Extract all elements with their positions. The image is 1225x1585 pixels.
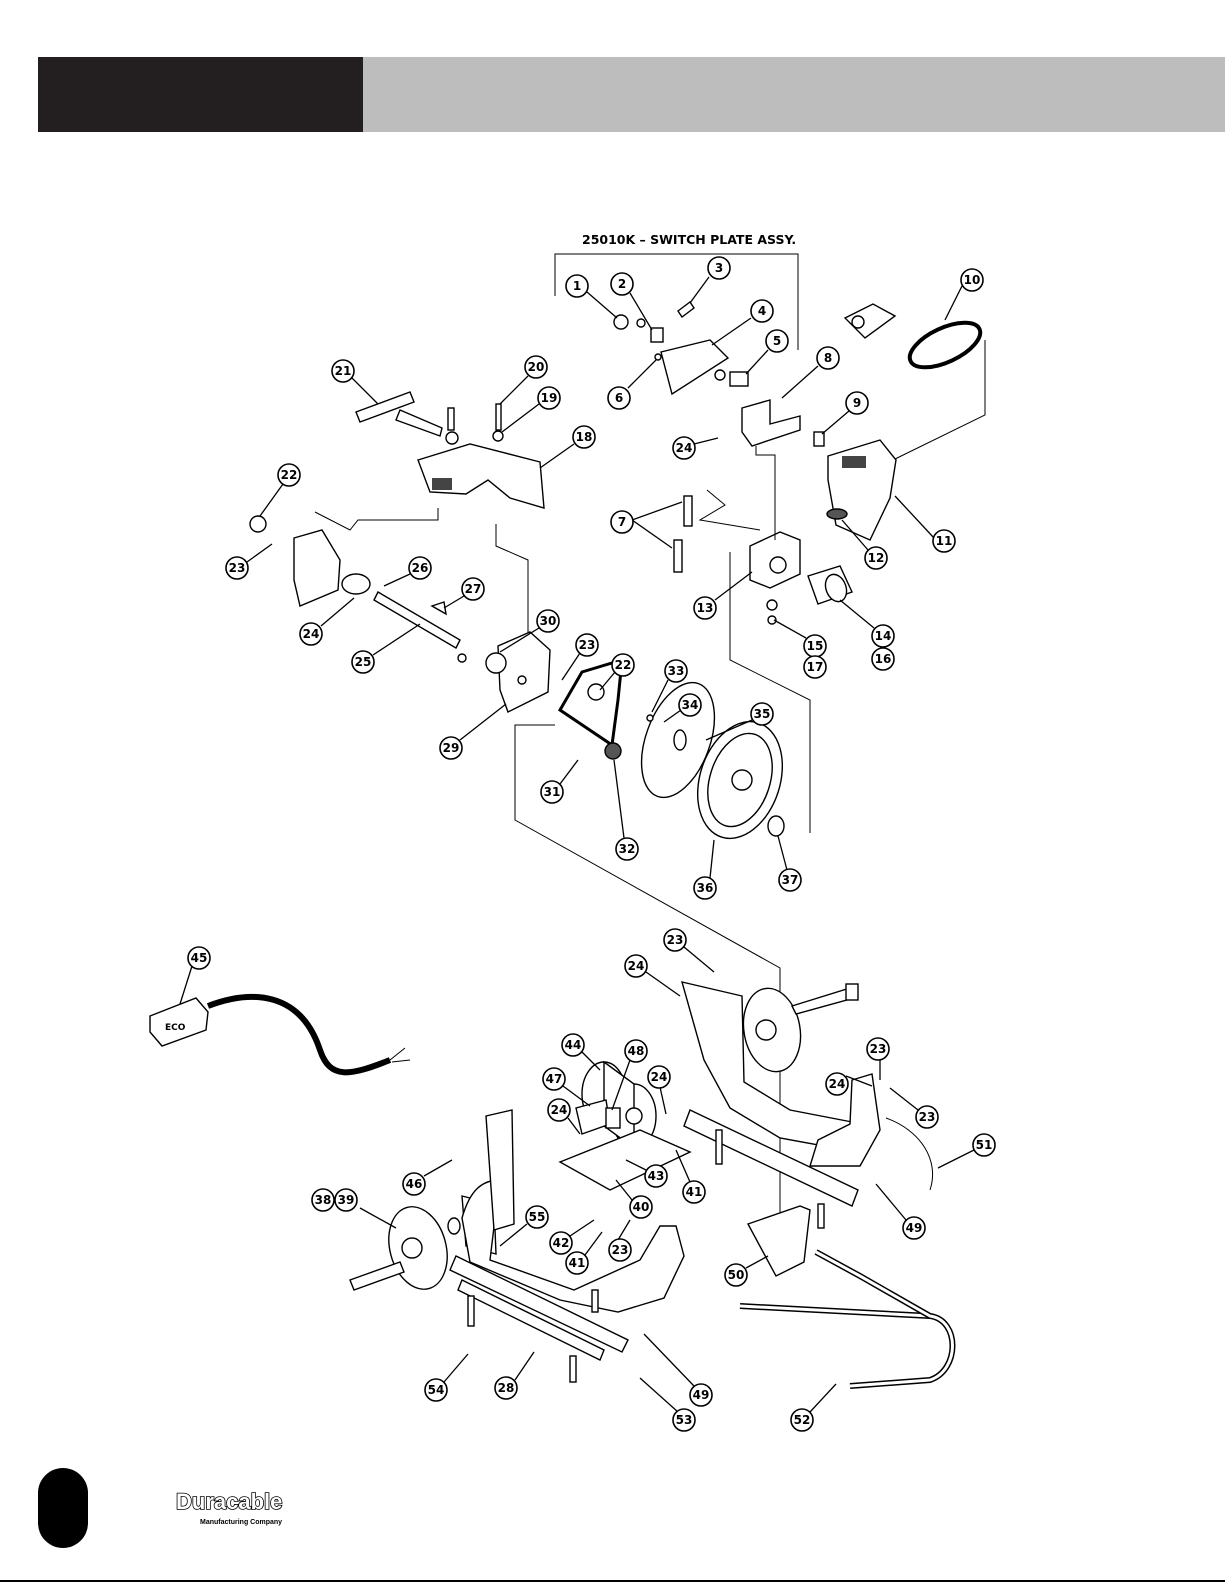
- callout-32: 32: [619, 842, 636, 856]
- callout-41b: 41: [686, 1185, 703, 1199]
- switch-plate-parts: [614, 302, 748, 394]
- callout-49b: 49: [693, 1388, 710, 1402]
- callout-41: 41: [569, 1256, 586, 1270]
- callout-21: 21: [335, 364, 352, 378]
- callout-22: 22: [281, 468, 298, 482]
- callout-24c: 24: [651, 1070, 668, 1084]
- callout-24b: 24: [628, 959, 645, 973]
- motor-group: [560, 1062, 690, 1190]
- callout-24: 24: [303, 627, 320, 641]
- reel-frame-group: [250, 516, 550, 712]
- callout-28: 28: [498, 1381, 515, 1395]
- callout-12: 12: [868, 551, 885, 565]
- callout-7: 7: [618, 515, 626, 529]
- page-number-tab: [38, 1468, 88, 1548]
- callout-10: 10: [964, 273, 981, 287]
- handle-52: [740, 1306, 953, 1386]
- callout-23c: 23: [667, 933, 684, 947]
- callout-47: 47: [546, 1072, 563, 1086]
- callout-6: 6: [615, 391, 623, 405]
- callout-45: 45: [191, 951, 208, 965]
- motor-cover-group: [742, 400, 896, 540]
- callout-24d: 24: [551, 1103, 568, 1117]
- callout-17: 17: [807, 660, 824, 674]
- callout-34: 34: [682, 698, 699, 712]
- callout-37: 37: [782, 873, 799, 887]
- chute-50: [748, 1206, 810, 1276]
- callout-15: 15: [807, 639, 824, 653]
- callout-35: 35: [754, 707, 771, 721]
- callout-18: 18: [576, 430, 593, 444]
- right-frame-group: [682, 982, 933, 1228]
- callout-23e: 23: [870, 1042, 887, 1056]
- callout-53: 53: [676, 1413, 693, 1427]
- duracable-logo: Duracable Manufacturing Company: [176, 1489, 326, 1539]
- callout-55: 55: [529, 1210, 546, 1224]
- callout-38: 38: [315, 1193, 332, 1207]
- logo-tagline: Manufacturing Company: [200, 1519, 282, 1526]
- callout-51: 51: [976, 1138, 993, 1152]
- callout-29: 29: [443, 741, 460, 755]
- callout-2: 2: [618, 277, 626, 291]
- callout-22b: 22: [615, 658, 632, 672]
- power-cord: [845, 304, 987, 460]
- callouts: 1 2 3 4 5 6 8 10 9 11 12 7: [180, 257, 995, 1431]
- callout-43: 43: [648, 1169, 665, 1183]
- logo-wordmark: Duracable: [176, 1489, 282, 1515]
- callout-24f: 24: [676, 441, 693, 455]
- callout-52: 52: [794, 1413, 811, 1427]
- callout-49: 49: [906, 1221, 923, 1235]
- callout-27: 27: [465, 582, 482, 596]
- callout-19: 19: [541, 391, 558, 405]
- foot-switch-group: ECO: [150, 997, 410, 1072]
- callout-30: 30: [540, 614, 557, 628]
- callout-25: 25: [355, 655, 372, 669]
- callout-14: 14: [875, 629, 892, 643]
- callout-39: 39: [338, 1193, 355, 1207]
- callout-5: 5: [773, 334, 781, 348]
- callout-8: 8: [824, 351, 832, 365]
- callout-54: 54: [428, 1383, 445, 1397]
- callout-46: 46: [406, 1177, 423, 1191]
- callout-3: 3: [715, 261, 723, 275]
- bottom-rule: [0, 1580, 1225, 1582]
- callout-42: 42: [553, 1236, 570, 1250]
- callout-40: 40: [633, 1200, 650, 1214]
- callout-1: 1: [573, 279, 581, 293]
- callout-44: 44: [565, 1038, 582, 1052]
- callout-24e: 24: [829, 1077, 846, 1091]
- svg-text:ECO: ECO: [165, 1023, 186, 1033]
- callout-16: 16: [875, 652, 892, 666]
- callout-36: 36: [697, 881, 714, 895]
- callout-4: 4: [758, 304, 766, 318]
- callout-48: 48: [628, 1044, 645, 1058]
- callout-23b: 23: [579, 638, 596, 652]
- callout-31: 31: [544, 785, 561, 799]
- callout-33: 33: [668, 664, 685, 678]
- shroud-group: [356, 392, 544, 508]
- assembly-label: 25010K – SWITCH PLATE ASSY.: [582, 232, 796, 247]
- callout-9: 9: [853, 396, 861, 410]
- callout-13: 13: [697, 601, 714, 615]
- callout-50: 50: [728, 1268, 745, 1282]
- callout-23f: 23: [919, 1110, 936, 1124]
- callout-11: 11: [936, 534, 953, 548]
- callout-23d: 23: [612, 1243, 629, 1257]
- callout-20: 20: [528, 360, 545, 374]
- callout-23: 23: [229, 561, 246, 575]
- callout-26: 26: [412, 561, 429, 575]
